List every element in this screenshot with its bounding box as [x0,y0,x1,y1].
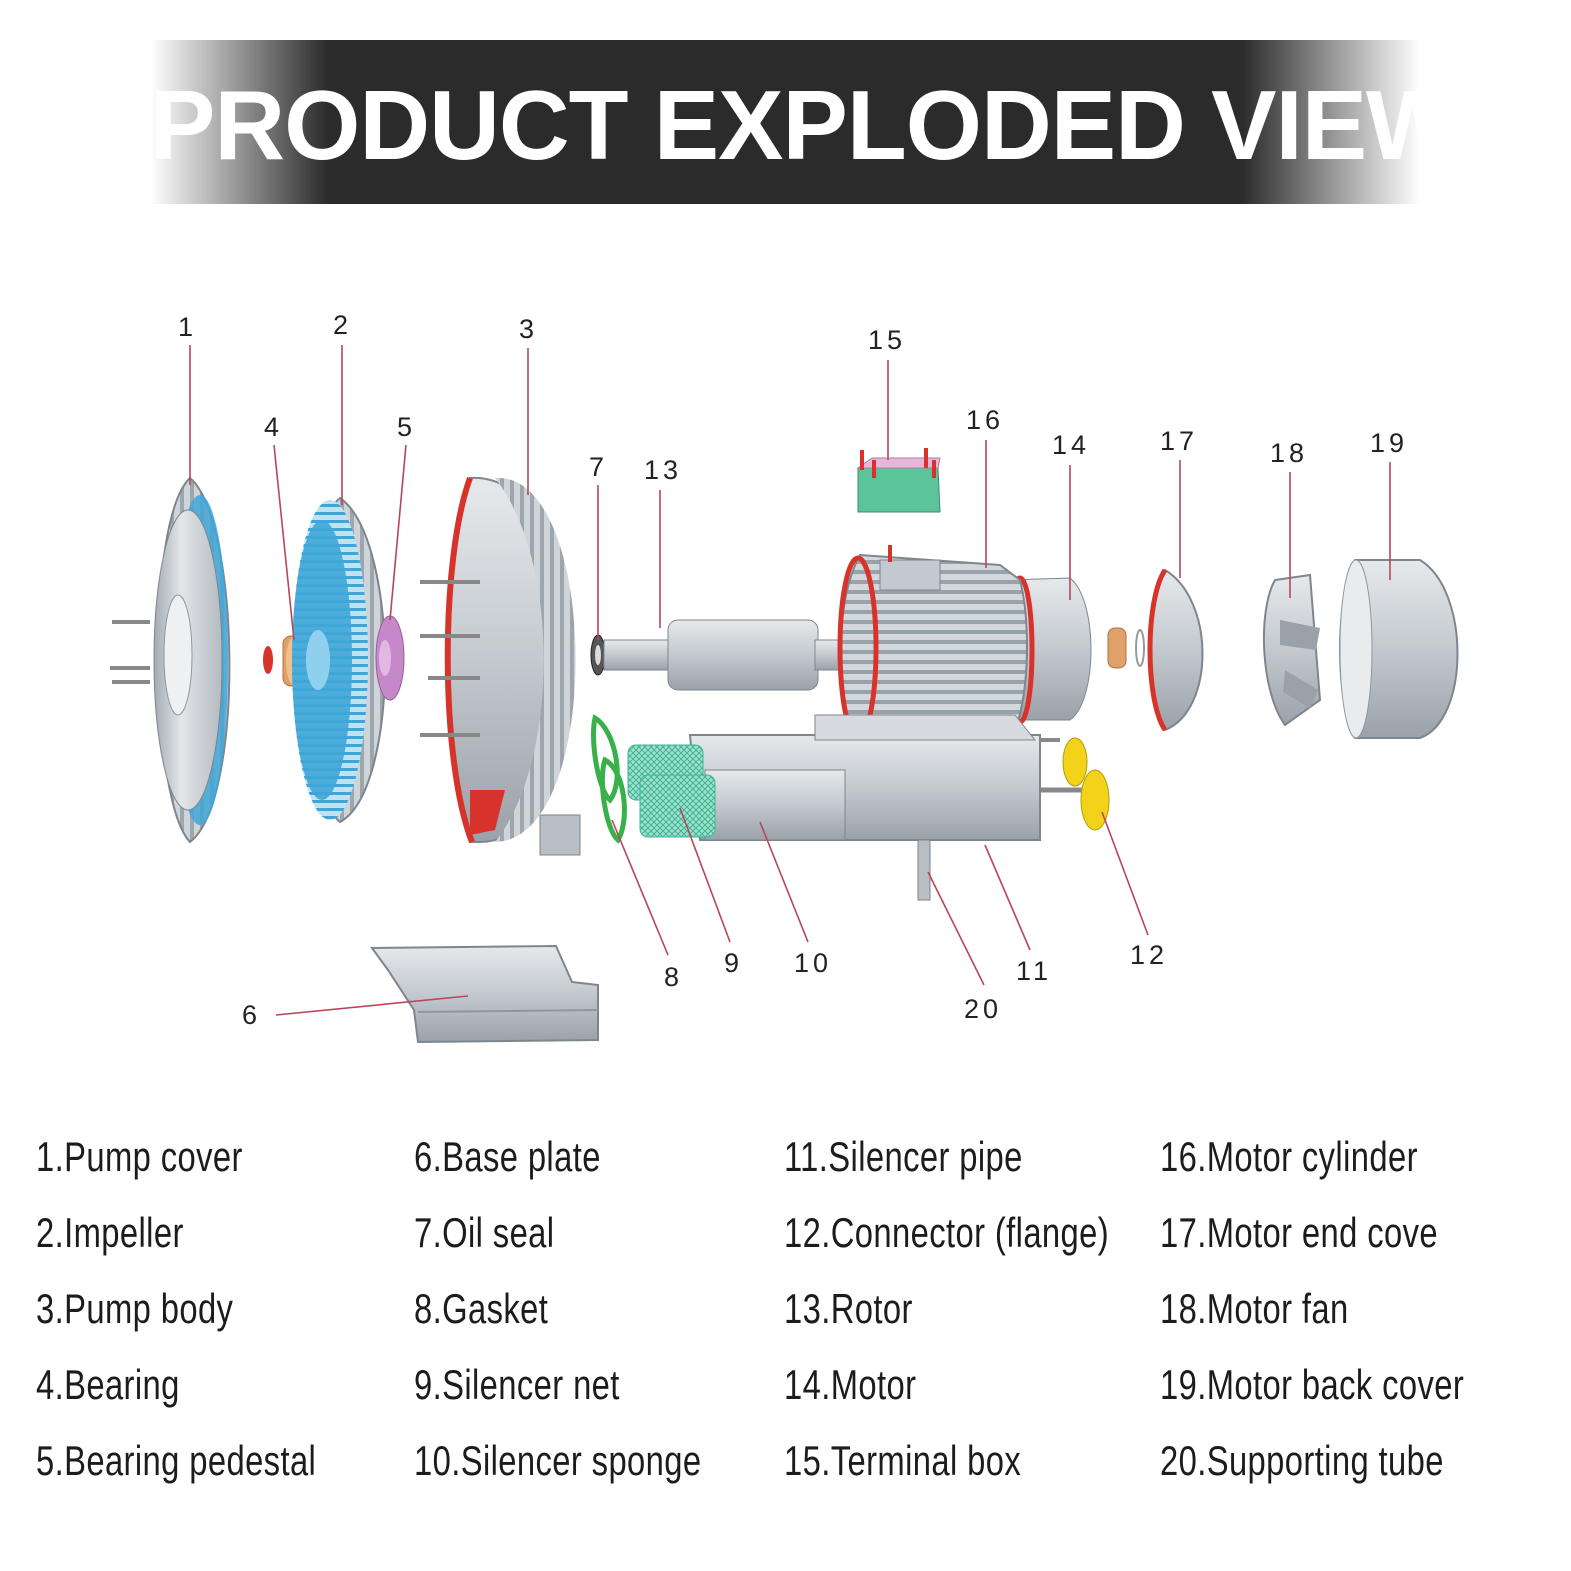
callout-18: 18 [1270,438,1308,468]
callout-17: 17 [1160,426,1198,456]
legend-item: 13.Rotor [784,1285,913,1332]
terminal-box-part [856,448,941,513]
legend-item: 1.Pump cover [36,1133,243,1180]
callout-13: 13 [644,455,682,485]
leader-4 [273,444,295,641]
callout-9: 9 [724,948,743,978]
legend-item: 20.Supporting tube [1160,1437,1444,1484]
leader-9 [679,807,731,943]
legend-item: 16.Motor cylinder [1160,1133,1418,1180]
legend-item: 15.Terminal box [784,1437,1022,1484]
motor-back-cover-part [1339,559,1459,739]
legend-column-4: 16.Motor cylinder 17.Motor end cove 18.M… [1160,1128,1550,1508]
legend-item: 6.Base plate [414,1133,601,1180]
parts-legend: 1.Pump cover 2.Impeller 3.Pump body 4.Be… [36,1128,1536,1508]
pump-body-part [420,476,581,856]
legend-item: 10.Silencer sponge [414,1437,702,1484]
legend-item: 4.Bearing [36,1361,180,1408]
legend-column-3: 11.Silencer pipe 12.Connector (flange) 1… [784,1128,1201,1508]
legend-item: 2.Impeller [36,1209,184,1256]
leader-10 [759,821,809,943]
title-banner: PRODUCT EXPLODED VIEW [150,40,1420,204]
callout-2: 2 [333,310,352,340]
legend-item: 19.Motor back cover [1160,1361,1465,1408]
callout-numbers: 1 2 3 4 5 6 7 8 9 10 11 12 13 14 15 16 1… [178,310,1408,1030]
base-plate-part [370,944,599,1044]
motor-cylinder-part [837,545,1028,742]
legend-item: 12.Connector (flange) [784,1209,1110,1256]
callout-12: 12 [1130,940,1168,970]
leader-lines [189,345,1391,1016]
legend-item: 7.Oil seal [414,1209,555,1256]
callout-8: 8 [664,962,683,992]
oil-seal-part [590,634,606,676]
banner-title: PRODUCT EXPLODED VIEW [150,70,1420,180]
legend-column-1: 1.Pump cover 2.Impeller 3.Pump body 4.Be… [36,1128,395,1508]
legend-column-2: 6.Base plate 7.Oil seal 8.Gasket 9.Silen… [414,1128,783,1508]
callout-20: 20 [964,994,1002,1024]
supporting-tube-part [917,839,931,901]
callout-7: 7 [589,452,608,482]
legend-item: 14.Motor [784,1361,917,1408]
callout-5: 5 [397,412,416,442]
leader-11 [984,844,1031,951]
leader-8 [611,819,669,956]
callout-3: 3 [519,314,538,344]
callout-14: 14 [1052,430,1090,460]
legend-item: 18.Motor fan [1160,1285,1349,1332]
legend-item: 9.Silencer net [414,1361,620,1408]
callout-16: 16 [966,405,1004,435]
leader-20 [927,871,985,986]
legend-item: 17.Motor end cove [1160,1209,1438,1256]
rear-bearing-part [1107,627,1145,669]
leader-5 [389,444,407,621]
connector-flange-part [1062,737,1110,831]
motor-end-cover-part [1147,568,1204,732]
callout-4: 4 [264,412,283,442]
silencer-net-part [627,744,716,838]
leader-12 [1101,811,1149,936]
callout-15: 15 [868,325,906,355]
pump-cover-part [110,476,231,844]
legend-item: 11.Silencer pipe [784,1133,1023,1180]
silencer-sponge-part [704,769,846,841]
legend-item: 5.Bearing pedestal [36,1437,317,1484]
bearing-pedestal-part [375,615,405,701]
callout-10: 10 [794,948,832,978]
callout-19: 19 [1370,428,1408,458]
leader-6 [275,995,469,1016]
legend-item: 8.Gasket [414,1285,549,1332]
gasket-part [590,714,627,844]
callout-1: 1 [178,312,197,342]
impeller-part [292,496,386,824]
rotor-part [603,619,866,691]
callout-6: 6 [242,1000,261,1030]
legend-item: 3.Pump body [36,1285,234,1332]
motor-fan-part [1262,573,1322,727]
callout-11: 11 [1016,956,1052,986]
